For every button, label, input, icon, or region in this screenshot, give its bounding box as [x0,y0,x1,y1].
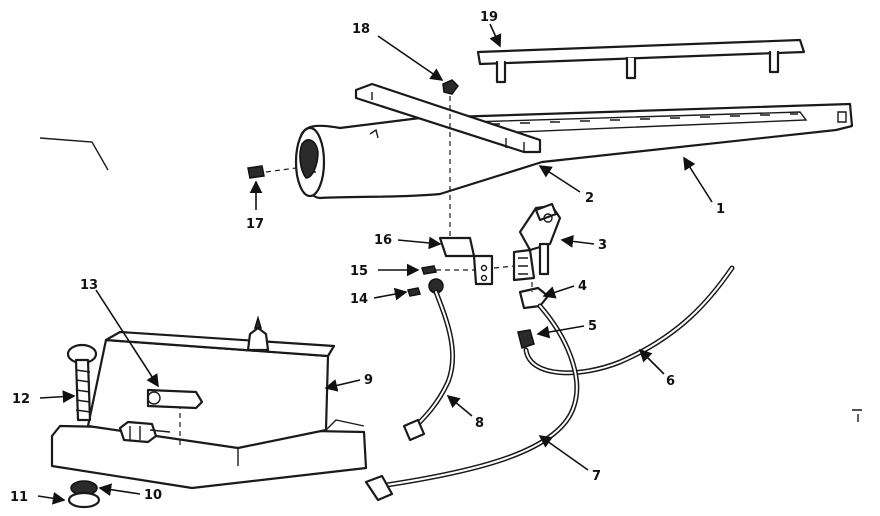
leader-7 [538,435,589,471]
leader-16 [397,236,442,250]
callout-5: 5 [588,319,597,334]
leader-8 [446,394,473,417]
callout-11: 11 [10,490,28,505]
leader-3 [560,235,595,248]
callout-19: 19 [480,10,498,25]
part-16-bracket [438,236,515,286]
callout-15: 15 [350,264,368,279]
part-19-rail [476,38,806,84]
part-15-screw [421,265,437,275]
leader-2 [538,165,581,193]
callout-9: 9 [364,373,373,388]
callout-2: 2 [585,191,594,206]
callout-8: 8 [475,416,484,431]
part-4-flange [518,286,550,310]
leader-4 [542,285,575,299]
leader-11 [37,491,66,505]
callout-12: 12 [12,392,30,407]
leader-19 [489,23,502,48]
leader-5 [536,325,585,339]
part-8-lead [402,278,456,442]
leader-12 [39,390,76,404]
part-14-nut [407,287,421,297]
callout-18: 18 [352,22,370,37]
part-18-screw [442,79,459,246]
leader-6 [638,348,665,375]
part-6-tube [523,265,735,376]
callout-17: 17 [246,217,264,232]
leader-1 [683,156,713,203]
part-17-orifice [247,165,297,179]
leader-10 [98,483,141,496]
callout-14: 14 [350,292,368,307]
stray-mark [39,137,109,171]
callout-13: 13 [80,278,98,293]
callout-7: 7 [592,469,601,484]
part-10-11-washer [67,480,101,509]
stray-mark-right [852,409,862,422]
leader-13 [95,289,159,388]
part-3-pilot [512,202,562,282]
leader-18 [377,35,444,81]
part-1-burner [294,102,854,200]
callout-10: 10 [144,488,162,503]
part-13-end [147,391,161,405]
part-7-tube [364,303,580,502]
part-9-control [50,315,368,490]
callout-1: 1 [716,202,725,217]
callout-6: 6 [666,374,675,389]
part-5-nut [517,329,535,349]
callout-3: 3 [598,238,607,253]
part-12-bolt [66,343,98,422]
leader-14 [373,287,408,301]
callout-4: 4 [578,279,587,294]
part-2-bracket [354,82,542,154]
callout-16: 16 [374,233,392,248]
part-13-fitting [146,388,204,410]
leader-9 [324,379,361,392]
